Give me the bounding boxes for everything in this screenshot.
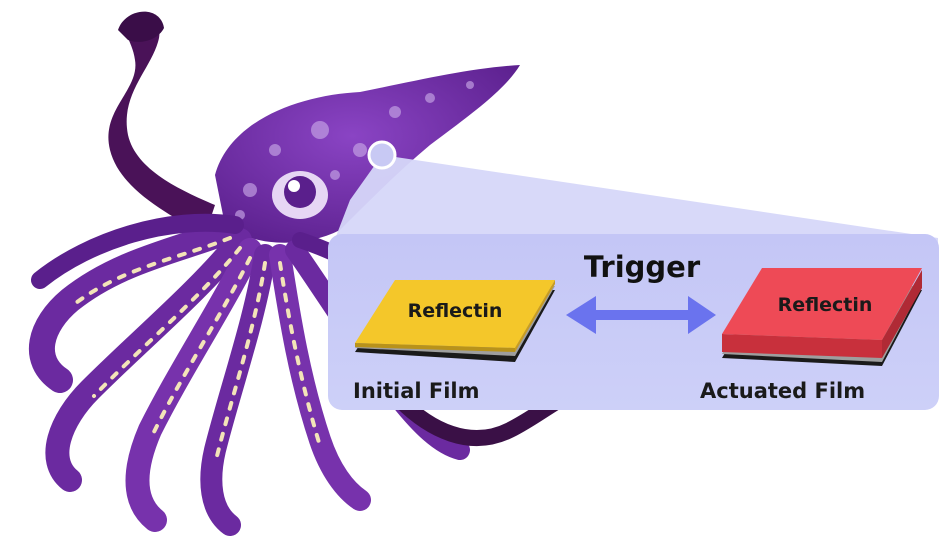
- initial-film-text: Reflectin: [408, 300, 503, 322]
- trigger-label: Trigger: [584, 250, 701, 284]
- zoom-pin: [369, 142, 395, 168]
- squid-upper-tentacle: [108, 14, 215, 235]
- initial-film-caption: Initial Film: [353, 379, 480, 403]
- actuated-film-text: Reflectin: [778, 294, 873, 316]
- zoom-panel: Reflectin Initial Film Trigger Reflectin…: [328, 142, 939, 410]
- squid-eye-highlight: [288, 180, 300, 192]
- squid-eye: [284, 176, 316, 208]
- actuated-film-caption: Actuated Film: [700, 379, 865, 403]
- arrow-shaft: [592, 310, 692, 320]
